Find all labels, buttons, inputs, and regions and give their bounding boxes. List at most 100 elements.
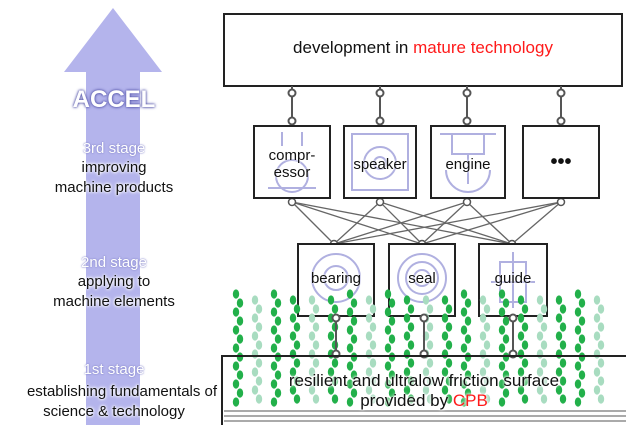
brush-bead: [483, 394, 491, 404]
product-box-speaker: [343, 125, 417, 199]
brush-bead: [521, 322, 529, 332]
stage-2-line2: machine elements: [53, 293, 175, 310]
brush-bead: [407, 394, 415, 404]
brush-bead: [540, 340, 548, 350]
brush-bead: [369, 376, 377, 386]
brush-bead: [426, 340, 434, 350]
brush-bead: [574, 379, 582, 389]
brush-bead: [540, 322, 548, 332]
brush-bead: [251, 313, 259, 323]
brush-bead: [441, 313, 449, 323]
brush-bead: [274, 316, 282, 326]
brush-bead: [460, 379, 468, 389]
brush-bead: [574, 289, 582, 299]
brush-bead: [327, 331, 335, 341]
brush-bead: [308, 295, 316, 305]
brush-bead: [331, 358, 339, 368]
polymer-brush-layer: [232, 289, 605, 407]
brush-bead: [441, 385, 449, 395]
brush-bead: [536, 295, 544, 305]
brush-bead: [597, 358, 605, 368]
brush-bead: [445, 340, 453, 350]
brush-bead: [312, 322, 320, 332]
brush-bead: [483, 358, 491, 368]
brush-bead: [597, 322, 605, 332]
brush-bead: [555, 367, 563, 377]
brush-bead: [255, 376, 263, 386]
brush-bead: [445, 358, 453, 368]
brush-bead: [407, 304, 415, 314]
surface-line2-highlight: CPB: [452, 391, 488, 410]
brush-bead: [502, 316, 510, 326]
brush-bead: [555, 331, 563, 341]
brush-bead: [346, 307, 354, 317]
brush-bead: [498, 343, 506, 353]
brush-bead: [312, 394, 320, 404]
brush-bead: [498, 289, 506, 299]
brush-bead: [369, 394, 377, 404]
brush-bead: [559, 322, 567, 332]
brush-bead: [403, 331, 411, 341]
brush-bead: [517, 349, 525, 359]
stage-2-line1: applying to: [77, 273, 151, 290]
brush-bead: [578, 388, 586, 398]
brush-bead: [251, 295, 259, 305]
brush-bead: [350, 388, 358, 398]
element-label-bearing: bearing: [310, 270, 362, 287]
brush-bead: [346, 289, 354, 299]
brush-bead: [346, 361, 354, 371]
brush-bead: [559, 358, 567, 368]
brush-bead: [540, 394, 548, 404]
guide-illustration: [491, 252, 535, 308]
product-label-speaker: speaker: [353, 156, 407, 173]
brush-bead: [597, 304, 605, 314]
brush-bead: [536, 385, 544, 395]
brush-bead: [312, 340, 320, 350]
brush-bead: [327, 295, 335, 305]
brush-bead: [308, 367, 316, 377]
brush-bead: [236, 370, 244, 380]
brush-bead: [270, 325, 278, 335]
brush-bead: [403, 367, 411, 377]
brush-bead: [365, 349, 373, 359]
brush-bead: [274, 370, 282, 380]
brush-bead: [270, 361, 278, 371]
brush-bead: [289, 331, 297, 341]
brush-bead: [540, 376, 548, 386]
brush-bead: [597, 394, 605, 404]
brush-bead: [574, 325, 582, 335]
surface-line2: provided by CPB: [222, 391, 626, 411]
brush-bead: [251, 331, 259, 341]
brush-bead: [346, 397, 354, 407]
stage-2-title: 2nd stage: [81, 254, 147, 271]
brush-bead: [464, 334, 472, 344]
brush-bead: [293, 358, 301, 368]
brush-bead: [289, 349, 297, 359]
brush-bead: [540, 358, 548, 368]
brush-bead: [426, 394, 434, 404]
accel-title: ACCEL: [72, 86, 156, 113]
substrate-lines: [224, 410, 626, 422]
brush-bead: [578, 316, 586, 326]
brush-bead: [441, 349, 449, 359]
brush-bead: [517, 295, 525, 305]
brush-bead: [422, 367, 430, 377]
brush-bead: [498, 307, 506, 317]
brush-bead: [331, 376, 339, 386]
brush-bead: [540, 304, 548, 314]
brush-bead: [479, 367, 487, 377]
brush-bead: [236, 334, 244, 344]
brush-bead: [597, 340, 605, 350]
brush-bead: [232, 289, 240, 299]
brush-bead: [445, 376, 453, 386]
engine-illustration: [440, 133, 496, 193]
product-label-more: •••: [550, 151, 572, 173]
brush-bead: [232, 379, 240, 389]
brush-bead: [483, 304, 491, 314]
brush-bead: [384, 325, 392, 335]
brush-bead: [369, 322, 377, 332]
bearing-illustration: [311, 253, 361, 303]
brush-bead: [593, 313, 601, 323]
brush-bead: [498, 325, 506, 335]
brush-bead: [289, 295, 297, 305]
